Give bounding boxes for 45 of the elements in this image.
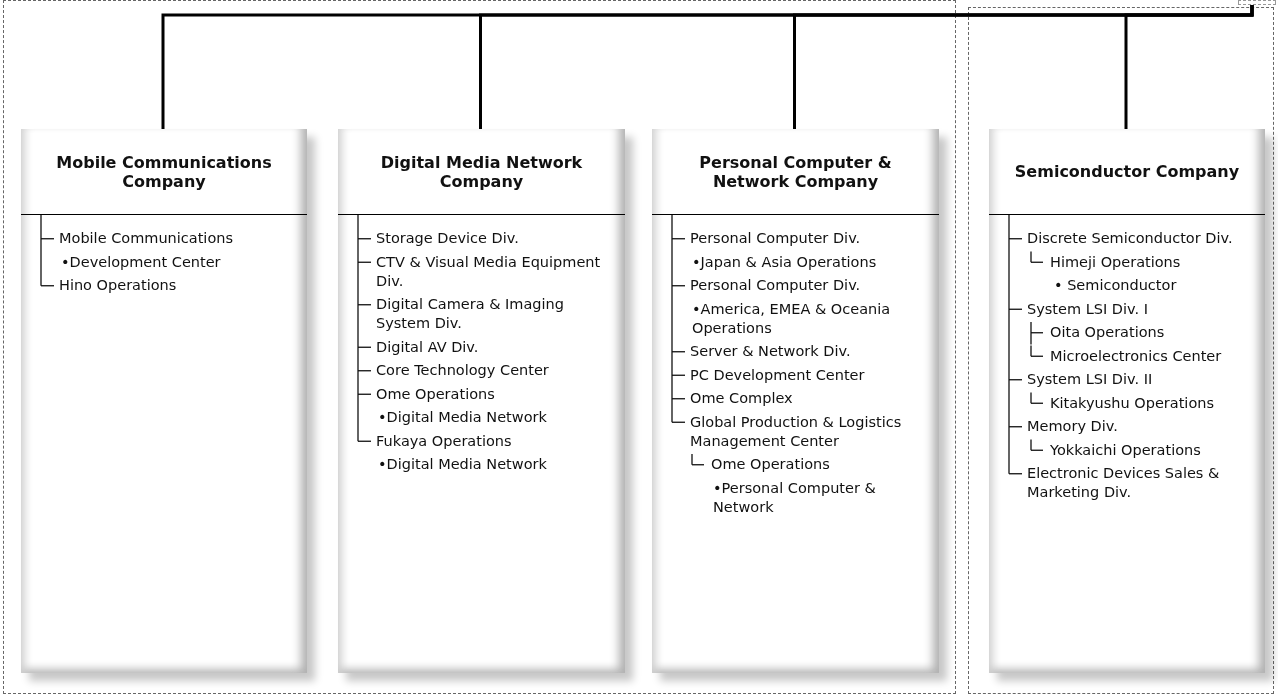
list-item: Yokkaichi Operations (1050, 440, 1201, 460)
company-card (989, 129, 1265, 673)
card-heading: Semiconductor Company (1013, 162, 1241, 181)
list-item: Electronic Devices Sales & Marketing Div. (1027, 464, 1221, 503)
card-heading: Digital Media Network Company (379, 152, 584, 191)
list-item: Mobile Communications (59, 229, 233, 249)
list-item: Microelectronics Center (1050, 346, 1222, 366)
company-card (652, 129, 939, 673)
list-item: Ome Operations (711, 455, 830, 475)
list-item: • Semiconductor (1054, 276, 1177, 296)
list-item: Server & Network Div. (690, 342, 851, 362)
list-item: Core Technology Center (376, 361, 549, 381)
list-item: Memory Div. (1027, 417, 1118, 437)
dashed-box (1238, 0, 1276, 5)
list-item: Personal Computer Div. (690, 229, 861, 249)
list-item: Hino Operations (59, 276, 177, 296)
list-item: Global Production & Logistics Management Center (690, 412, 903, 451)
group-outline (3, 0, 956, 694)
list-item: System LSI Div. II (1027, 370, 1153, 390)
card-heading: Mobile Communications Company (55, 152, 273, 191)
list-item: Storage Device Div. (376, 229, 519, 249)
list-item: CTV & Visual Media Equipment Div. (376, 252, 602, 291)
list-item: PC Development Center (690, 365, 865, 385)
list-item: Ome Operations (376, 384, 495, 404)
list-item: •Digital Media Network (378, 408, 547, 428)
company-card (338, 129, 625, 673)
list-item: Fukaya Operations (376, 431, 512, 451)
list-item: •Development Center (61, 252, 221, 272)
list-item: •America, EMEA & Oceania Operations (692, 299, 892, 338)
list-item: •Digital Media Network (378, 455, 547, 475)
list-item: Kitakyushu Operations (1050, 393, 1215, 413)
group-outline (968, 7, 1274, 694)
list-item: Discrete Semiconductor Div. (1027, 229, 1233, 249)
card-heading: Personal Computer & Network Company (698, 152, 893, 191)
list-item: •Personal Computer & Network (713, 478, 877, 517)
list-item: Oita Operations (1050, 323, 1165, 343)
list-item: Ome Complex (690, 389, 793, 409)
company-card (21, 129, 307, 673)
list-item: System LSI Div. I (1027, 299, 1148, 319)
connector-line (1124, 5, 1254, 129)
list-item: Digital Camera & Imaging System Div. (376, 295, 565, 334)
list-item: Himeji Operations (1050, 252, 1181, 272)
list-item: •Japan & Asia Operations (692, 252, 877, 272)
list-item: Digital AV Div. (376, 337, 479, 357)
list-item: Personal Computer Div. (690, 276, 861, 296)
